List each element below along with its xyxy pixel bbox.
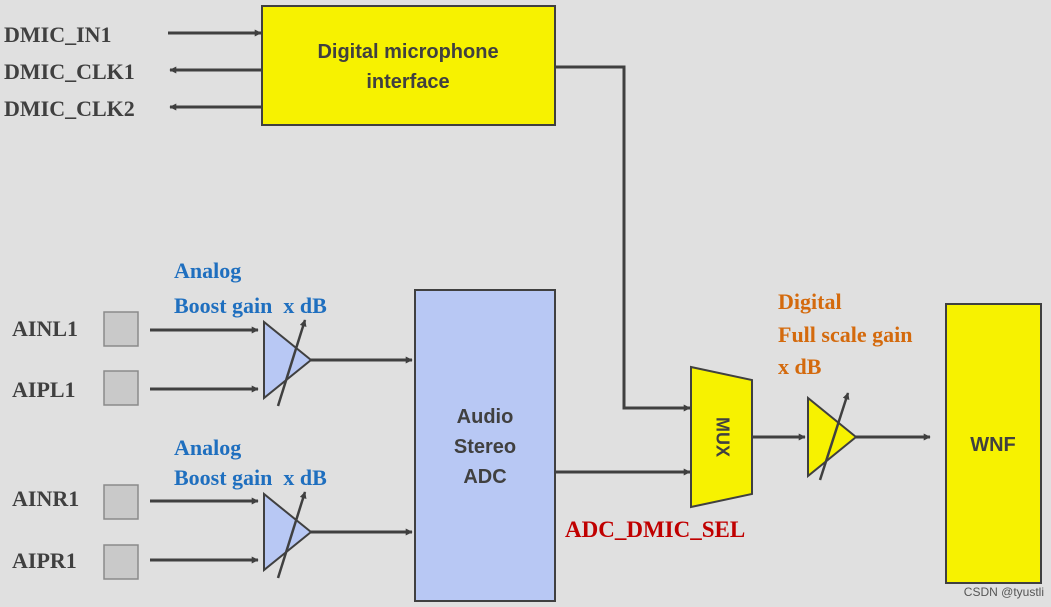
dmic-to-mux-line (555, 65, 691, 412)
analog-gain-label-right-line2: Boost gain x dB (174, 465, 327, 490)
right-gain-adjust-arrow (276, 491, 307, 579)
adc-label-line2: Stereo (454, 436, 516, 458)
mux-label: MUX (712, 417, 732, 457)
aipr1-label: AIPR1 (12, 548, 77, 573)
adc-dmic-sel-label: ADC_DMIC_SEL (565, 517, 745, 542)
mux-block (690, 365, 753, 509)
dmic-in1-label: DMIC_IN1 (4, 22, 112, 47)
dmic-interface-block (261, 5, 556, 126)
digital-gain-label-line1: Digital (778, 289, 842, 314)
wnf-label: WNF (970, 434, 1016, 456)
analog-gain-label-left-line2: Boost gain x dB (174, 293, 327, 318)
digital-gain-label-line2: Full scale gain (778, 322, 912, 347)
dmic-interface-label-line2: interface (366, 71, 449, 93)
digital-gain-label-line3: x dB (778, 354, 822, 379)
dmic-clk1-label: DMIC_CLK1 (4, 59, 135, 84)
ainl1-pin (103, 311, 139, 347)
left-boost-amplifier (263, 319, 313, 401)
analog-gain-label-left-line1: Analog (174, 258, 241, 283)
right-boost-amplifier (263, 491, 313, 573)
aipl1-pin (103, 370, 139, 406)
dmic-clk2-label: DMIC_CLK2 (4, 96, 135, 121)
ainr1-pin (103, 484, 139, 520)
aipl1-label: AIPL1 (12, 377, 76, 402)
wnf-block (945, 303, 1042, 584)
digital-gain-amplifier (807, 395, 858, 479)
adc-label-line3: ADC (463, 466, 506, 488)
left-gain-adjust-arrow (276, 319, 307, 407)
adc-block (414, 289, 556, 602)
analog-gain-label-right-line1: Analog (174, 435, 241, 460)
ainl1-label: AINL1 (12, 316, 78, 341)
aipr1-pin (103, 544, 139, 580)
digital-gain-adjust-arrow (818, 392, 850, 481)
ainr1-label: AINR1 (12, 486, 79, 511)
adc-label-line1: Audio (457, 406, 514, 428)
dmic-interface-label-line1: Digital microphone (317, 41, 498, 63)
watermark: CSDN @tyustli (964, 585, 1044, 599)
